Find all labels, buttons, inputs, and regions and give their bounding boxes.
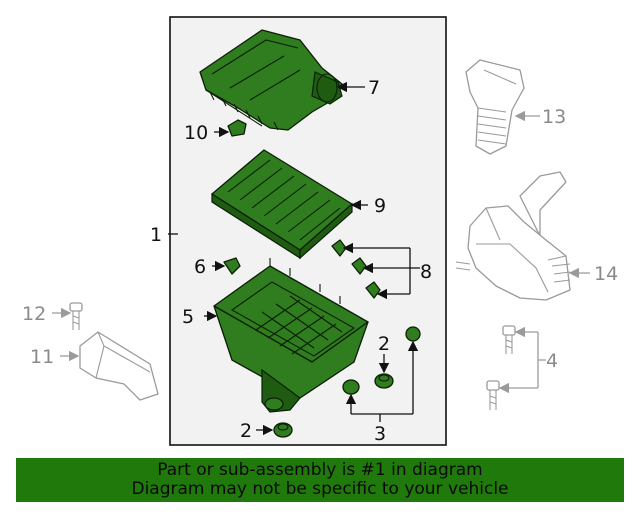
clip-part-6[interactable] — [223, 257, 241, 275]
callout-5[interactable]: 5 — [182, 306, 194, 328]
callout-7[interactable]: 7 — [368, 77, 380, 99]
callout-13[interactable]: 13 — [542, 106, 566, 128]
grommet-part-2-lower[interactable] — [273, 422, 293, 438]
resonator-part-14[interactable] — [455, 171, 571, 301]
callout-3[interactable]: 3 — [374, 423, 386, 445]
notice-banner: Part or sub-assembly is #1 in diagram Di… — [16, 458, 624, 502]
bolt-part-12[interactable] — [69, 302, 83, 330]
grommet-part-2-upper[interactable] — [374, 373, 394, 389]
clip-set-part-8[interactable] — [331, 239, 381, 299]
air-filter-element-part[interactable] — [211, 149, 353, 260]
bracket-part-11[interactable] — [79, 331, 159, 401]
air-cleaner-cover-part[interactable] — [199, 29, 343, 131]
banner-line-2: Diagram may not be specific to your vehi… — [131, 479, 509, 499]
callout-2-lower[interactable]: 2 — [240, 420, 252, 442]
callout-4[interactable]: 4 — [546, 350, 558, 372]
callout-2-upper[interactable]: 2 — [378, 333, 390, 355]
callout-1[interactable]: 1 — [150, 224, 162, 246]
clip-part-10[interactable] — [227, 119, 247, 137]
banner-line-1: Part or sub-assembly is #1 in diagram — [157, 460, 483, 480]
callout-10[interactable]: 10 — [184, 122, 208, 144]
callout-8[interactable]: 8 — [420, 261, 432, 283]
lower-housing-part[interactable] — [213, 258, 369, 413]
callout-11[interactable]: 11 — [30, 346, 54, 368]
callout-12[interactable]: 12 — [22, 303, 46, 325]
callout-14[interactable]: 14 — [594, 263, 618, 285]
callout-9[interactable]: 9 — [374, 195, 386, 217]
intake-duct-part-13[interactable] — [465, 59, 525, 155]
bolt-set-part-4[interactable] — [486, 325, 516, 410]
callout-6[interactable]: 6 — [194, 256, 206, 278]
